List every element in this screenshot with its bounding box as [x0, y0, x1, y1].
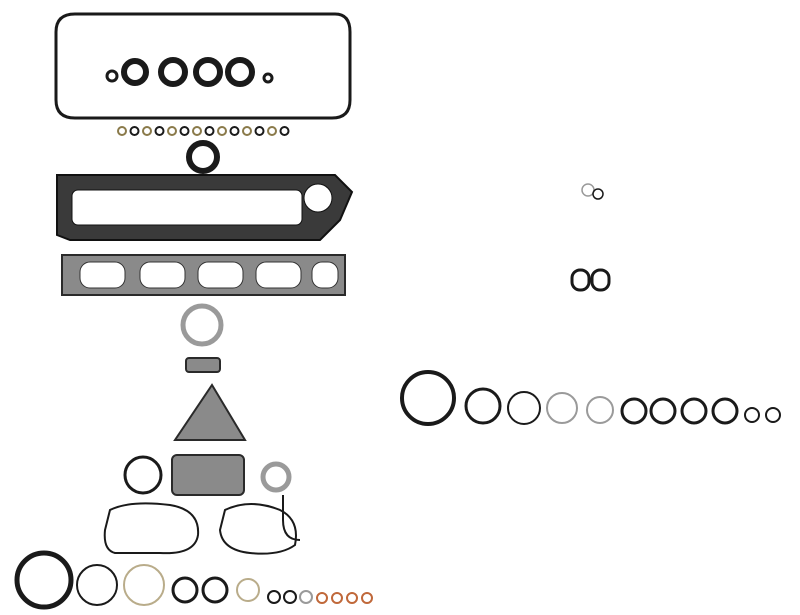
- double-oring-gasket: [570, 268, 611, 292]
- metal-ring: [260, 461, 292, 493]
- sensor-wire: [282, 495, 301, 541]
- small-oring: [254, 126, 265, 136]
- exhaust-manifold-gasket: [61, 254, 346, 296]
- small-oring: [267, 126, 277, 136]
- small-oring: [279, 126, 290, 136]
- small-oring: [129, 126, 140, 136]
- small-oring: [192, 126, 202, 136]
- small-oring: [117, 126, 127, 136]
- egr-gasket: [171, 454, 245, 496]
- small-oring: [204, 126, 215, 136]
- small-oring: [179, 126, 190, 136]
- small-flange-gasket: [185, 357, 221, 373]
- triangle-gasket: [173, 383, 247, 441]
- intake-manifold-gasket: [56, 174, 354, 241]
- small-oring: [217, 126, 227, 136]
- small-seal-top-right: [581, 183, 604, 200]
- oil-pan-gasket-right: [218, 503, 297, 555]
- small-oring: [167, 126, 177, 136]
- small-oring-row: [117, 126, 290, 136]
- round-flange-gasket: [123, 455, 163, 495]
- valve-cover-gasket: [54, 12, 352, 120]
- crankshaft-seal: [186, 140, 220, 174]
- small-oring: [242, 126, 252, 136]
- turbo-ring-gasket: [180, 303, 224, 347]
- oil-pan-gasket-left: [103, 502, 200, 555]
- small-oring: [229, 126, 240, 136]
- oring-row-right: [400, 370, 781, 426]
- bottom-rings: [14, 550, 373, 610]
- small-oring: [154, 126, 165, 136]
- small-oring: [142, 126, 152, 136]
